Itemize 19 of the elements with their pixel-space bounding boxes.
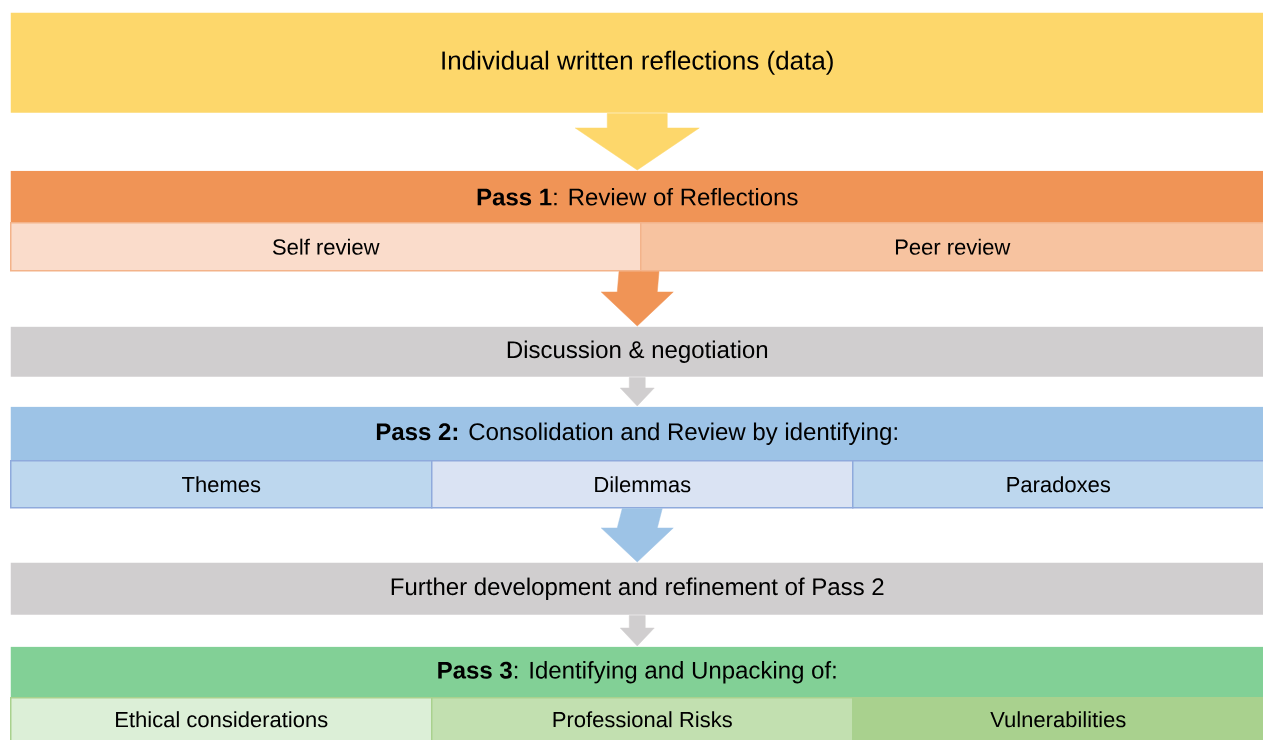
sub-cell: Ethical considerations bbox=[10, 697, 433, 740]
sub-cell: Professional Risks bbox=[431, 697, 854, 740]
sub-cell: Paradoxes bbox=[852, 460, 1263, 509]
block-arrow bbox=[620, 377, 655, 407]
block-arrow bbox=[575, 113, 700, 171]
block-arrow bbox=[620, 615, 655, 647]
pass-header: Pass 2: Consolidation and Review by identifying: bbox=[10, 406, 1263, 461]
pass-header: Pass 1: Review of Reflections bbox=[10, 170, 1263, 223]
sub-cell: Self review bbox=[10, 222, 642, 272]
step-band: Individual written reflections (data) bbox=[10, 12, 1263, 113]
pass-header: Pass 3: Identifying and Unpacking of: bbox=[10, 646, 1263, 698]
sub-cell: Peer review bbox=[640, 222, 1263, 272]
block-arrow bbox=[601, 508, 674, 563]
sub-cell: Dilemmas bbox=[431, 460, 854, 509]
sub-cell: Vulnerabilities bbox=[852, 697, 1263, 740]
block-arrow bbox=[601, 271, 674, 327]
step-band: Discussion & negotiation bbox=[10, 326, 1263, 377]
step-band: Further development and refinement of Pass 2 bbox=[10, 562, 1263, 615]
sub-cell: Themes bbox=[10, 460, 433, 509]
